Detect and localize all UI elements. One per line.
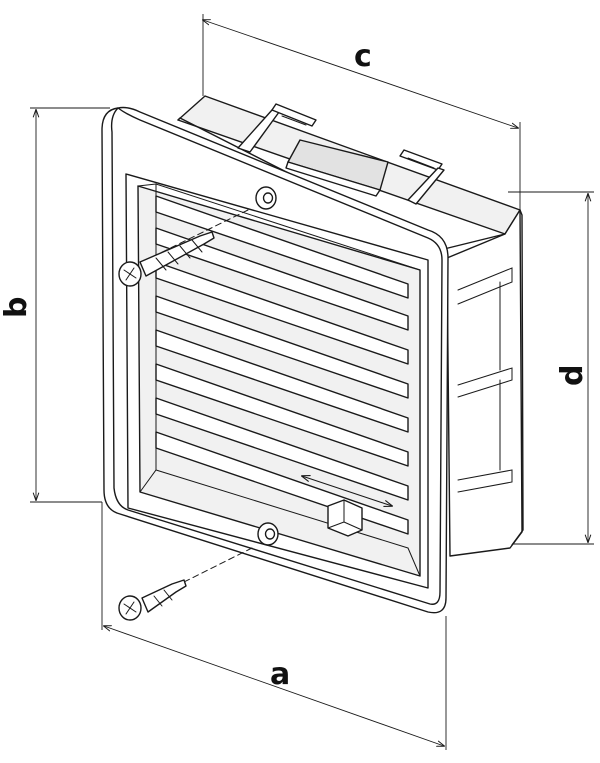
- dimension-c: c: [203, 14, 521, 210]
- screw-bottom: [118, 547, 253, 621]
- dimension-label-a: a: [270, 657, 290, 692]
- screw-holes: [255, 186, 279, 546]
- dimension-label-d: d: [555, 365, 590, 386]
- screw-top: [118, 209, 249, 287]
- louvre-slider-knob: [302, 476, 392, 537]
- dimension-label-c: c: [354, 39, 372, 74]
- dimension-label-b: b: [0, 297, 34, 318]
- dimension-d: d: [508, 191, 594, 545]
- dimension-a: a: [101, 502, 447, 750]
- dimension-b: b: [0, 107, 110, 503]
- louvres: [155, 195, 409, 535]
